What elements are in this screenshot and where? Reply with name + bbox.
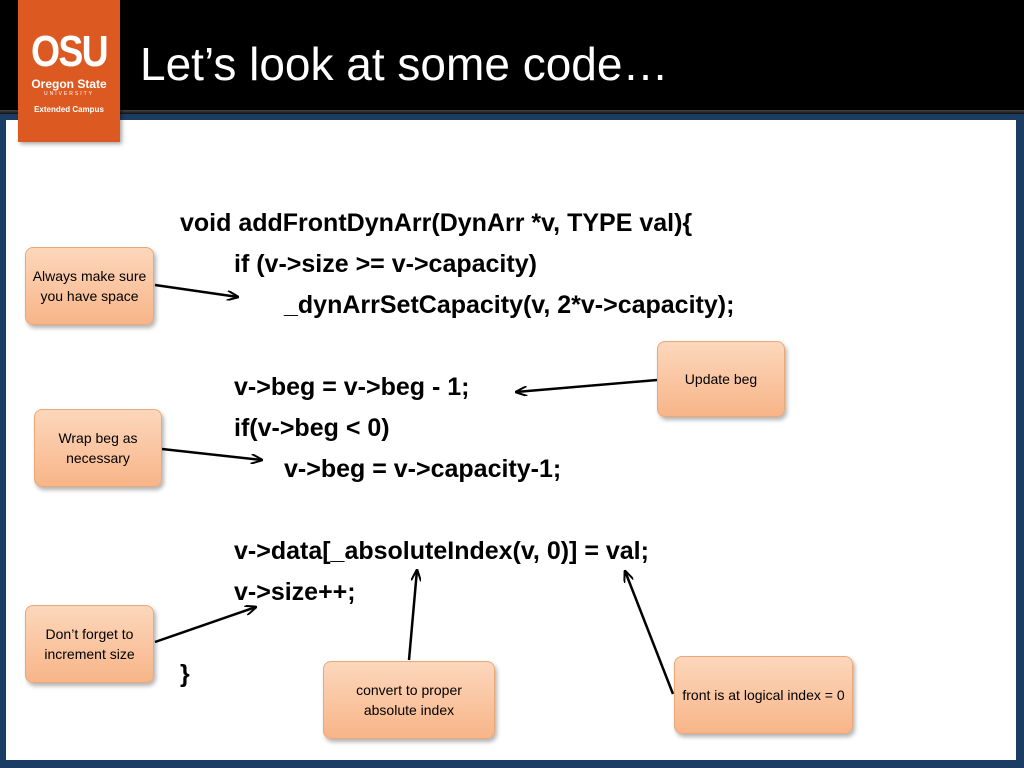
arrow-space	[154, 283, 238, 297]
arrow-update	[516, 378, 658, 392]
arrow-front	[625, 571, 675, 695]
arrow-wrap	[161, 447, 262, 460]
callout-wrap-beg: Wrap beg as necessary	[34, 409, 162, 487]
logo-name: Oregon State	[31, 77, 107, 91]
callout-front: front is at logical index = 0	[674, 656, 853, 734]
code-line-1: void addFrontDynArr(DynArr *v, TYPE val)…	[180, 209, 693, 237]
logo-campus: Extended Campus	[34, 105, 104, 114]
osu-logo: OSU Oregon State UNIVERSITY Extended Cam…	[18, 0, 120, 142]
code-line-8: v->size++;	[234, 578, 356, 606]
code-line-5: if(v->beg < 0)	[234, 414, 390, 442]
code-line-6: v->beg = v->capacity-1;	[284, 455, 562, 483]
arrow-convert	[407, 570, 417, 661]
code-line-3: _dynArrSetCapacity(v, 2*v->capacity);	[284, 291, 735, 319]
logo-initials: OSU	[31, 27, 109, 76]
header-bar	[0, 0, 1024, 112]
logo-sub: UNIVERSITY	[43, 91, 94, 97]
callout-update-beg: Update beg	[657, 341, 785, 417]
callout-increment: Don’t forget to increment size	[25, 605, 154, 683]
callout-convert: convert to proper absolute index	[323, 661, 495, 739]
slide-title: Let’s look at some code…	[140, 38, 669, 90]
header-divider	[0, 110, 1024, 114]
callout-space: Always make sure you have space	[25, 247, 154, 325]
arrow-increment	[154, 607, 256, 644]
code-line-2: if (v->size >= v->capacity)	[234, 250, 537, 278]
code-line-7: v->data[_absoluteIndex(v, 0)] = val;	[234, 537, 649, 565]
code-line-9: }	[180, 660, 190, 688]
content-area	[6, 120, 1016, 760]
code-line-4: v->beg = v->beg - 1;	[234, 373, 470, 401]
